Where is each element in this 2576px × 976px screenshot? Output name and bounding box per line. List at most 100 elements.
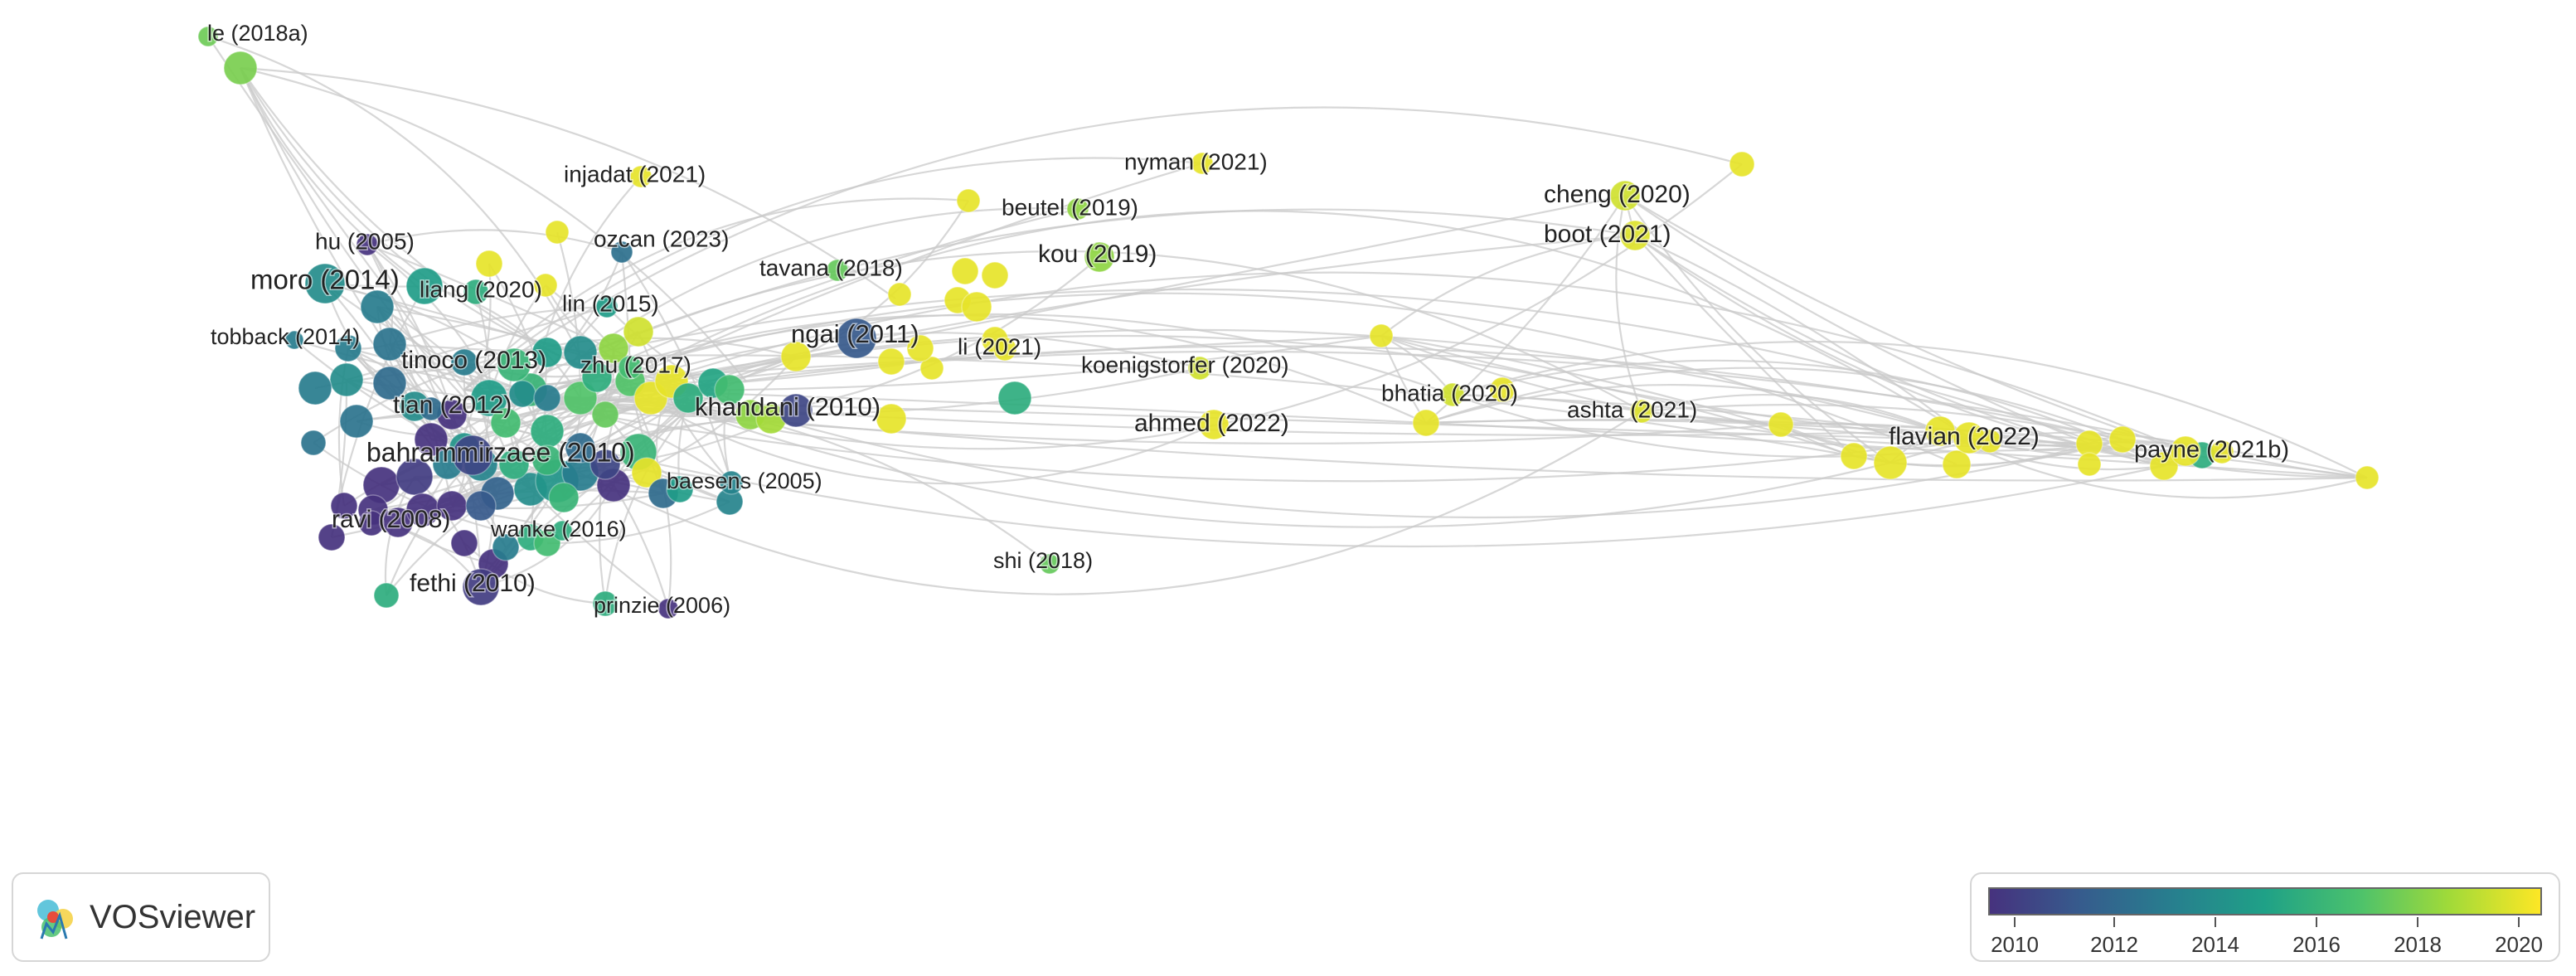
network-node[interactable] (951, 257, 979, 285)
node-cheng-2020[interactable] (1609, 180, 1641, 211)
node-label[interactable]: tavana (2018) (759, 254, 905, 282)
network-node[interactable] (1489, 376, 1516, 403)
network-node[interactable] (631, 457, 662, 488)
node-injadat-2021[interactable] (629, 165, 652, 188)
network-node[interactable] (623, 316, 654, 347)
node-label[interactable]: ngai (2011) (790, 318, 921, 350)
network-node[interactable] (919, 356, 944, 381)
node-tian-2012[interactable] (419, 396, 444, 421)
network-node[interactable] (339, 404, 374, 439)
node-label[interactable]: injadat (2021) (563, 160, 707, 188)
node-ngai-2011[interactable] (836, 318, 877, 359)
network-node[interactable] (497, 347, 531, 382)
network-node[interactable] (360, 289, 395, 324)
network-node[interactable] (1942, 449, 1972, 479)
node-label[interactable]: khandani (2010) (694, 391, 882, 423)
network-node[interactable] (545, 220, 570, 245)
network-node[interactable] (223, 51, 258, 85)
network-node[interactable] (981, 261, 1009, 289)
network-node[interactable] (780, 341, 812, 372)
network-node[interactable] (490, 407, 522, 439)
network-node[interactable] (372, 366, 407, 401)
node-le-2018a[interactable] (197, 26, 219, 47)
node-label[interactable]: ozcan (2023) (593, 225, 730, 253)
network-node[interactable] (592, 590, 619, 617)
node-label[interactable]: zhu (2017) (580, 351, 693, 379)
node-label[interactable]: boot (2021) (1543, 219, 1672, 249)
node-ahmed-2022[interactable] (1198, 409, 1230, 440)
node-label[interactable]: wanke (2016) (489, 516, 628, 543)
network-node[interactable] (498, 449, 530, 480)
network-node[interactable] (2149, 451, 2179, 481)
node-baesens-2005[interactable] (719, 470, 744, 495)
network-node[interactable] (533, 273, 558, 298)
node-label[interactable]: baesens (2005) (666, 468, 824, 495)
node-label[interactable]: ravi (2008) (331, 504, 452, 534)
network-node[interactable] (492, 533, 520, 561)
node-label[interactable]: ahmed (2022) (1133, 408, 1291, 438)
network-nodes[interactable] (197, 26, 2380, 619)
node-hu-2005[interactable] (356, 233, 379, 256)
network-node[interactable] (373, 582, 400, 609)
network-node[interactable] (470, 379, 508, 417)
node-flavian-2022[interactable] (1953, 421, 1986, 454)
network-node[interactable] (1369, 323, 1394, 348)
node-wanke-2016[interactable] (551, 520, 573, 541)
node-nyman-2021[interactable] (1191, 152, 1214, 175)
network-node[interactable] (877, 347, 905, 376)
node-label[interactable]: moro (2014) (250, 263, 401, 296)
node-tavana-2018[interactable] (826, 259, 849, 282)
network-node[interactable] (548, 482, 580, 513)
node-ozcan-2023[interactable] (610, 240, 633, 264)
node-label[interactable]: li (2021) (957, 333, 1043, 361)
node-shi-2018[interactable] (1039, 553, 1060, 575)
node-label[interactable]: ashta (2021) (1566, 396, 1699, 424)
network-node[interactable] (533, 529, 561, 557)
node-kou-2019[interactable] (1084, 241, 1115, 273)
network-node[interactable] (876, 403, 907, 435)
node-label[interactable]: beutel (2019) (1001, 193, 1140, 221)
network-node[interactable] (508, 380, 536, 408)
network-node[interactable] (961, 291, 992, 323)
network-node[interactable] (887, 282, 912, 307)
network-node[interactable] (318, 523, 346, 551)
network-node[interactable] (1729, 151, 1755, 177)
network-node[interactable] (714, 374, 745, 405)
node-label[interactable]: le (2018a) (206, 20, 310, 47)
node-label[interactable]: bhatia (2020) (1380, 379, 1520, 407)
network-node[interactable] (1768, 411, 1794, 438)
node-bahrammirzaee-2010[interactable] (452, 435, 493, 476)
network-labels[interactable]: le (2018a) injadat (2021) nyman (2021) beut… (206, 20, 2291, 619)
node-liang-2020[interactable] (463, 279, 489, 305)
node-label[interactable]: hu (2005) (314, 227, 416, 255)
network-node[interactable] (465, 490, 497, 522)
network-node[interactable] (581, 362, 613, 393)
node-tinoco-2013[interactable] (450, 348, 478, 376)
network-node[interactable] (598, 333, 629, 364)
network-node[interactable] (1412, 409, 1440, 437)
node-ashta-2021[interactable] (1629, 399, 1654, 424)
node-li-2021[interactable] (992, 337, 1017, 362)
network-node[interactable] (330, 492, 358, 520)
node-label[interactable]: payne (2021b) (2133, 435, 2291, 464)
node-label[interactable]: nyman (2021) (1123, 148, 1269, 176)
network-node[interactable] (666, 475, 694, 503)
node-khandani-2010[interactable] (779, 393, 813, 428)
network-node[interactable] (414, 422, 449, 457)
network-node[interactable] (2210, 439, 2234, 464)
network-node[interactable] (300, 430, 327, 456)
network-node[interactable] (563, 381, 598, 415)
network-node[interactable] (2355, 465, 2380, 490)
node-payne-2021b[interactable] (2170, 435, 2201, 467)
node-label[interactable]: tobback (2014) (210, 323, 361, 351)
node-label[interactable]: fethi (2010) (409, 568, 537, 598)
node-fethi-2010[interactable] (462, 568, 500, 606)
network-node[interactable] (531, 337, 563, 368)
node-beutel-2019[interactable] (1066, 197, 1089, 221)
network-node[interactable] (956, 188, 981, 213)
network-node[interactable] (565, 432, 596, 464)
network-node[interactable] (906, 334, 934, 362)
network-node[interactable] (2108, 425, 2137, 454)
network-node[interactable] (372, 327, 407, 362)
node-lin-2015[interactable] (595, 295, 619, 318)
